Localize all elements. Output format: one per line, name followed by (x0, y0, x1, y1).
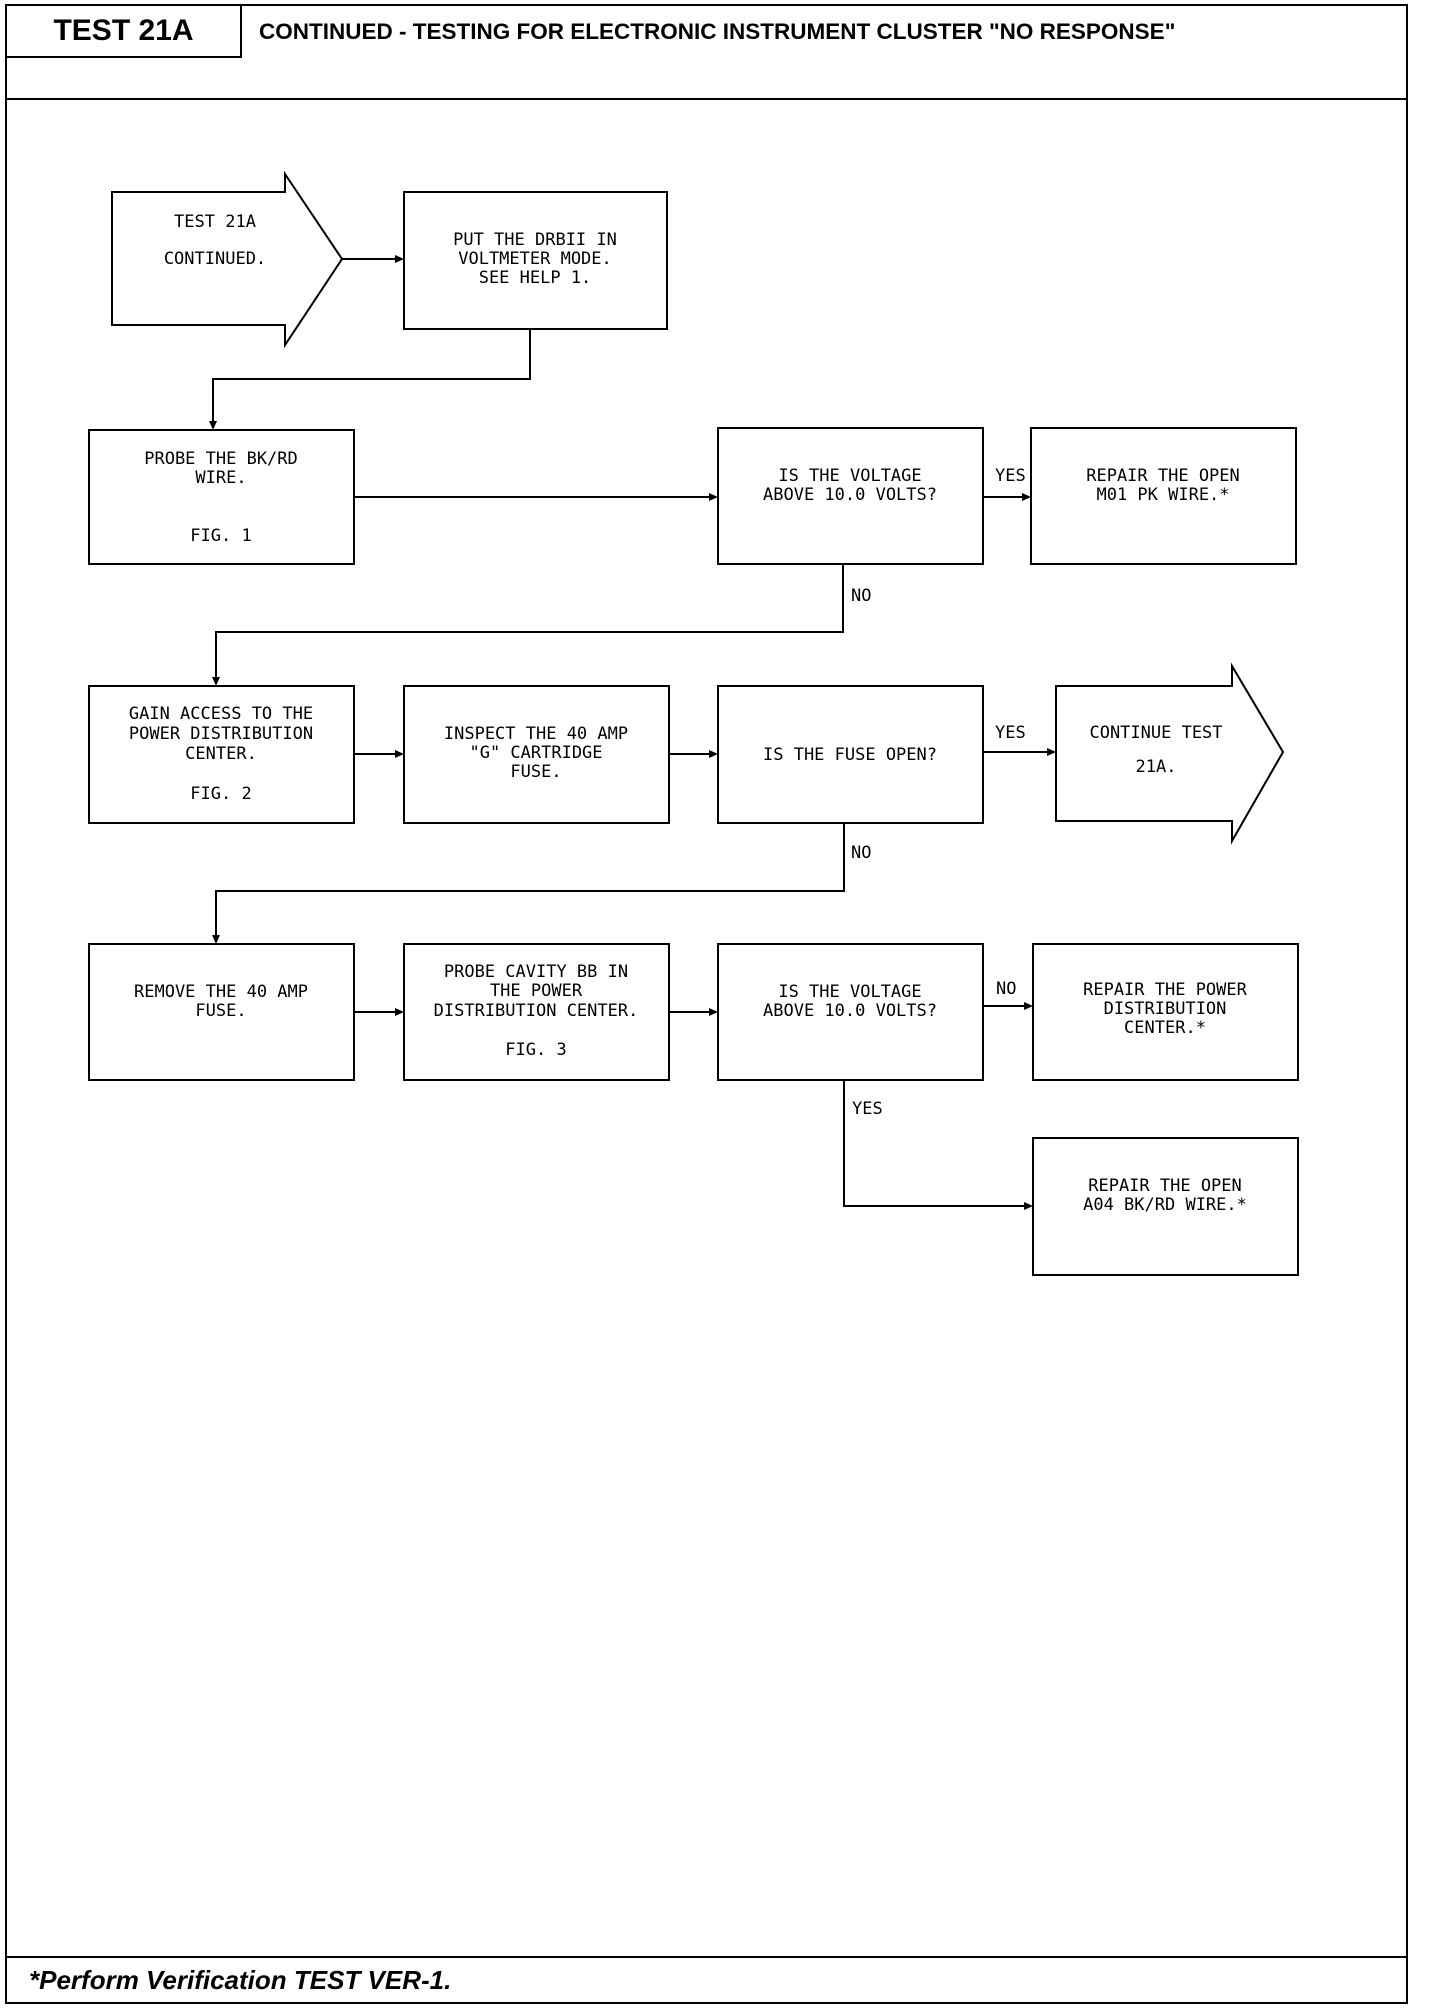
inspect-fuse-line-2: "G" CARTRIDGE (469, 743, 602, 763)
label-no-1: NO (851, 586, 871, 606)
put-drbii-line-1: PUT THE DRBII IN (453, 230, 617, 250)
repair-a04-line-2: A04 BK/RD WIRE.* (1083, 1195, 1247, 1215)
probe-cavity-line-2: THE POWER (490, 981, 583, 1001)
repair-pdc-line-2: DISTRIBUTION (1104, 999, 1227, 1019)
fuse-question-box: IS THE FUSE OPEN? (717, 685, 984, 824)
voltage-q1-line-1: IS THE VOLTAGE (778, 466, 921, 486)
put-drbii-box: PUT THE DRBII IN VOLTMETER MODE. SEE HEL… (403, 191, 668, 330)
gain-access-line-4: FIG. 2 (190, 784, 251, 804)
repair-pdc-line-1: REPAIR THE POWER (1083, 980, 1248, 1000)
put-drbii-line-3: SEE HELP 1. (479, 268, 592, 288)
gain-access-line-3: CENTER. (185, 744, 257, 764)
put-drbii-line-2: VOLTMETER MODE. (458, 249, 612, 269)
continue-test-arrow: CONTINUE TEST 21A. (1055, 662, 1285, 845)
voltage-question-2-box: IS THE VOLTAGE ABOVE 10.0 VOLTS? (717, 943, 984, 1081)
probe-bkrd-box: PROBE THE BK/RD WIRE. FIG. 1 (88, 429, 355, 565)
inspect-fuse-box: INSPECT THE 40 AMP "G" CARTRIDGE FUSE. (403, 685, 670, 824)
fuse-q-line-1: IS THE FUSE OPEN? (763, 745, 937, 765)
header: TEST 21A CONTINUED - TESTING FOR ELECTRO… (7, 6, 1406, 100)
connectors (209, 255, 1056, 1210)
start-line-2: CONTINUED. (164, 249, 266, 269)
gain-access-box: GAIN ACCESS TO THE POWER DISTRIBUTION CE… (88, 685, 355, 824)
branch-labels: YES NO YES NO NO YES (851, 466, 1026, 1119)
repair-pdc-line-3: CENTER.* (1124, 1018, 1206, 1038)
label-yes-2: YES (995, 723, 1026, 743)
footer-note: *Perform Verification TEST VER-1. (7, 1956, 1406, 2002)
start-arrow: TEST 21A CONTINUED. (111, 170, 344, 349)
label-no-3: NO (996, 979, 1016, 999)
repair-a04-box: REPAIR THE OPEN A04 BK/RD WIRE.* (1032, 1137, 1299, 1276)
repair-m01-box: REPAIR THE OPEN M01 PK WIRE.* (1030, 427, 1297, 565)
page-title: CONTINUED - TESTING FOR ELECTRONIC INSTR… (259, 19, 1176, 44)
start-line-1: TEST 21A (174, 212, 256, 232)
probe-cavity-line-4: FIG. 3 (505, 1040, 566, 1060)
repair-pdc-box: REPAIR THE POWER DISTRIBUTION CENTER.* (1032, 943, 1299, 1081)
gain-access-line-1: GAIN ACCESS TO THE (129, 704, 313, 724)
probe-cavity-line-3: DISTRIBUTION CENTER. (434, 1001, 639, 1021)
voltage-question-1-box: IS THE VOLTAGE ABOVE 10.0 VOLTS? (717, 427, 984, 565)
repair-m01-line-2: M01 PK WIRE.* (1096, 485, 1229, 505)
probe-bkrd-line-2: WIRE. (195, 468, 246, 488)
continue-test-line-1: CONTINUE TEST (1089, 723, 1222, 743)
remove-fuse-line-1: REMOVE THE 40 AMP (134, 982, 308, 1002)
label-no-2: NO (851, 843, 871, 863)
probe-cavity-box: PROBE CAVITY BB IN THE POWER DISTRIBUTIO… (403, 943, 670, 1081)
voltage-q2-line-1: IS THE VOLTAGE (778, 982, 921, 1002)
repair-m01-line-1: REPAIR THE OPEN (1086, 466, 1240, 486)
continue-test-line-2: 21A. (1136, 757, 1177, 777)
label-yes-3: YES (852, 1099, 883, 1119)
voltage-q1-line-2: ABOVE 10.0 VOLTS? (763, 485, 937, 505)
probe-bkrd-line-3: FIG. 1 (190, 526, 251, 546)
gain-access-line-2: POWER DISTRIBUTION (129, 724, 313, 744)
inspect-fuse-line-3: FUSE. (510, 762, 561, 782)
repair-a04-line-1: REPAIR THE OPEN (1088, 1176, 1242, 1196)
inspect-fuse-line-1: INSPECT THE 40 AMP (444, 724, 628, 744)
remove-fuse-line-2: FUSE. (195, 1001, 246, 1021)
probe-bkrd-line-1: PROBE THE BK/RD (144, 449, 298, 469)
label-yes-1: YES (995, 466, 1026, 486)
test-id: TEST 21A (7, 6, 242, 58)
probe-cavity-line-1: PROBE CAVITY BB IN (444, 962, 628, 982)
remove-fuse-box: REMOVE THE 40 AMP FUSE. (88, 943, 355, 1081)
voltage-q2-line-2: ABOVE 10.0 VOLTS? (763, 1001, 937, 1021)
